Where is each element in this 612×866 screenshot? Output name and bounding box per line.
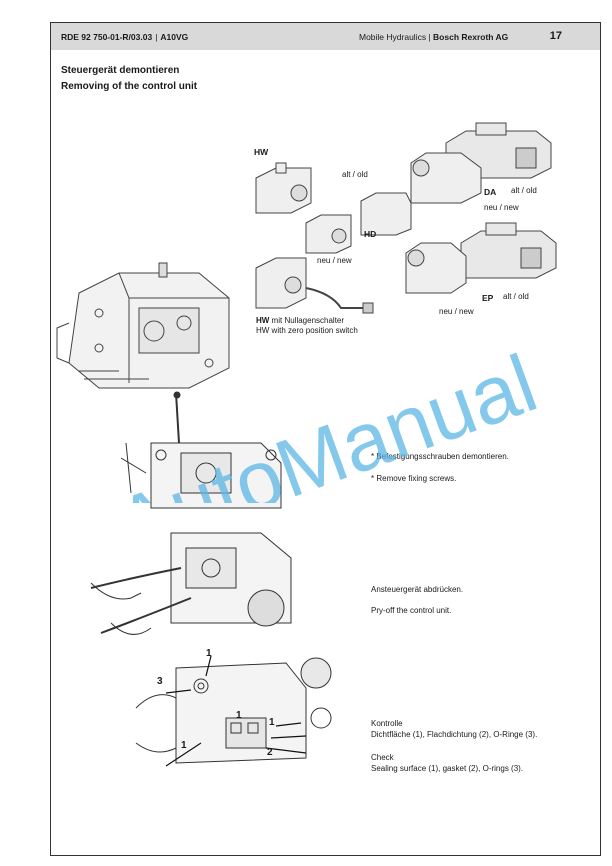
label-hw: HW — [254, 147, 269, 157]
label-neu-new-1: neu / new — [317, 256, 352, 265]
label-hd: HD — [364, 229, 377, 239]
callout-3: 3 — [157, 676, 163, 687]
step-3-de-heading: Kontrolle — [371, 719, 403, 728]
hw-zero-switch-illustration — [255, 257, 374, 314]
header-separator: | — [155, 32, 158, 42]
label-hw-switch-de-text: mit Nullagenschalter — [269, 316, 345, 325]
label-alt-old-2: alt / old — [511, 186, 537, 195]
company: Bosch Rexroth AG — [433, 32, 509, 42]
ep-control-new-illustration — [405, 242, 467, 294]
callout-1-top: 1 — [206, 648, 212, 659]
header-right: Mobile Hydraulics | Bosch Rexroth AG — [359, 32, 508, 42]
step-3-de: Dichtfläche (1), Flachdichtung (2), O-Ri… — [371, 730, 538, 739]
header-left: RDE 92 750-01-R/03.03|A10VG — [61, 32, 188, 42]
callout-1-right: 1 — [269, 717, 275, 728]
page-number: 17 — [549, 30, 562, 42]
pry-off-illustration — [90, 532, 292, 635]
label-hw-switch-en: HW with zero position switch — [256, 326, 358, 335]
division: Mobile Hydraulics — [359, 32, 427, 42]
label-hw-switch-de: HW mit Nullagenschalter — [256, 316, 344, 325]
step-2-en: Pry-off the control unit. — [371, 606, 452, 615]
label-da: DA — [484, 187, 497, 197]
manual-page: RDE 92 750-01-R/03.03|A10VG Mobile Hydra… — [50, 22, 601, 856]
da-control-new-illustration — [410, 152, 482, 204]
label-neu-new-3: neu / new — [439, 307, 474, 316]
check-seals-illustration — [135, 655, 332, 767]
title-german: Steuergerät demontieren — [61, 65, 180, 76]
label-hw-switch-bold: HW — [256, 316, 270, 325]
step-3-en: Sealing surface (1), gasket (2), O-rings… — [371, 764, 524, 773]
series: A10VG — [160, 32, 189, 42]
label-alt-old-1: alt / old — [342, 170, 368, 179]
header-separator-2: | — [428, 32, 434, 42]
step-1-de: * Befestigungsschrauben demontieren. — [371, 452, 509, 461]
remove-screws-illustration — [120, 391, 282, 509]
hd-old-illustration — [360, 192, 412, 236]
pump-illustration — [56, 262, 230, 389]
callout-1-middle: 1 — [236, 710, 242, 721]
hd-control-illustration — [305, 214, 352, 254]
title-english: Removing of the control unit — [61, 81, 198, 92]
page-header: RDE 92 750-01-R/03.03|A10VG Mobile Hydra… — [51, 23, 600, 50]
label-neu-new-2: neu / new — [484, 203, 519, 212]
ep-control-old-illustration — [460, 222, 557, 279]
step-3-en-heading: Check — [371, 753, 394, 762]
hw-control-illustration — [255, 162, 312, 214]
step-2-de: Ansteuergerät abdrücken. — [371, 585, 464, 594]
callout-2: 2 — [267, 747, 273, 758]
label-ep: EP — [482, 293, 494, 303]
step-1-en: * Remove fixing screws. — [371, 474, 457, 483]
doc-ref: RDE 92 750-01-R/03.03 — [61, 32, 153, 42]
label-alt-old-3: alt / old — [503, 292, 529, 301]
callout-1-left: 1 — [181, 740, 187, 751]
